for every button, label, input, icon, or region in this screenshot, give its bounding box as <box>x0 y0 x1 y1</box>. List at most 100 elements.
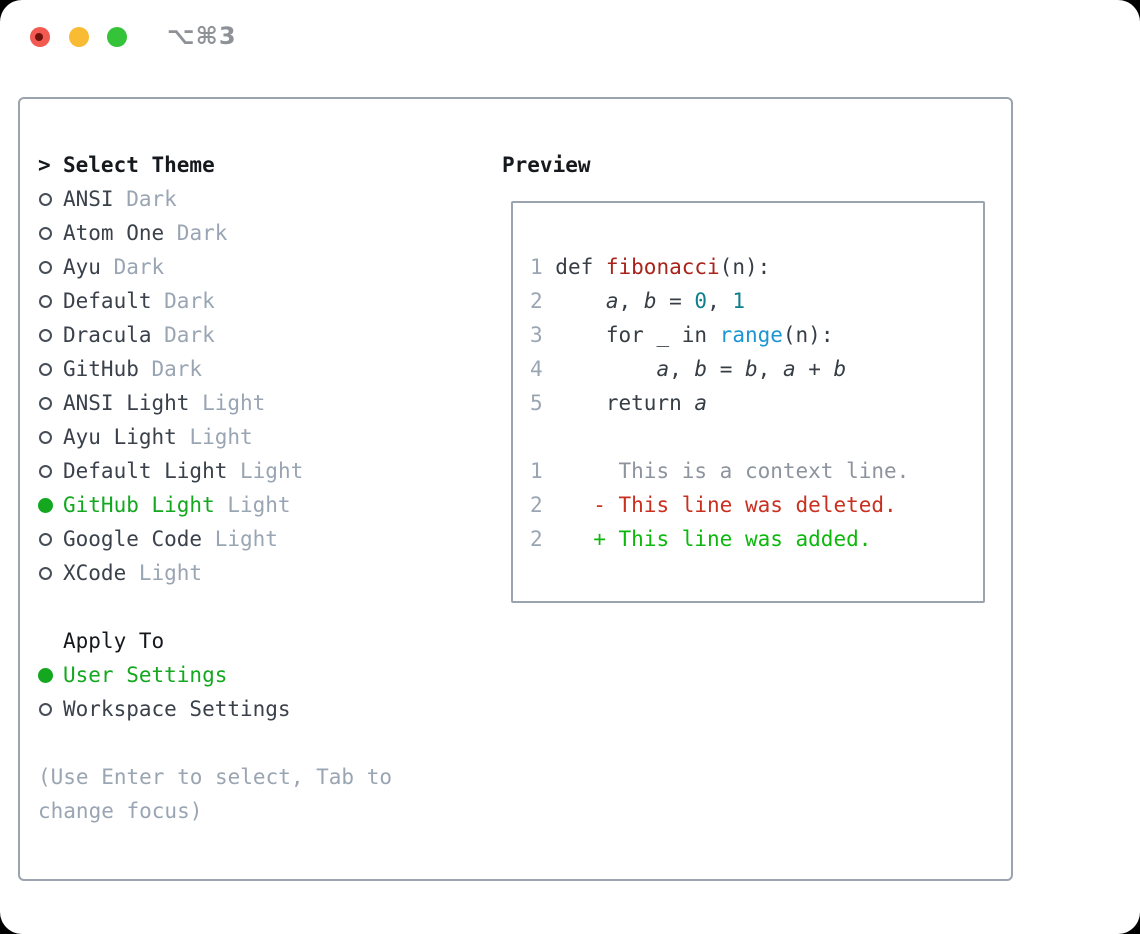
radio-unselected-icon <box>39 464 52 478</box>
select-theme-label: Select Theme <box>63 153 215 177</box>
code-token-del: - This line was deleted. <box>555 493 897 517</box>
window-titlebar: ⌥⌘3 <box>0 0 1140 75</box>
code-line: 2 + This line was added. <box>530 522 983 556</box>
code-token-ctx: This is a context line. <box>555 459 910 483</box>
apply-to-header: Apply To <box>38 624 392 658</box>
radio-selected-icon <box>38 497 53 513</box>
radio-unselected-icon <box>39 702 52 716</box>
marker-cell <box>38 488 63 522</box>
theme-option-atom-one[interactable]: Atom One Dark <box>38 216 392 250</box>
option-label: Default Light <box>63 459 228 483</box>
code-token-code: , <box>669 357 695 381</box>
window-shortcut-title: ⌥⌘3 <box>167 22 237 50</box>
code-token-code: (n): <box>719 255 771 279</box>
radio-unselected-icon <box>39 362 52 376</box>
radio-unselected-icon <box>39 260 52 274</box>
theme-variant-tag: Dark <box>176 221 228 245</box>
theme-variant-tag: Dark <box>151 357 203 381</box>
hint-text-line-2: change focus) <box>38 799 203 823</box>
theme-variant-tag: Light <box>138 561 203 585</box>
theme-variant-tag: Light <box>240 459 304 483</box>
opt-option-user-settings[interactable]: User Settings <box>38 658 392 692</box>
theme-option-default-light[interactable]: Default Light Light <box>38 454 392 488</box>
theme-option-ayu-light[interactable]: Ayu Light Light <box>38 420 392 454</box>
option-label: Ayu <box>63 255 101 279</box>
code-line: 1 def fibonacci(n): <box>530 250 983 284</box>
option-label: GitHub <box>63 357 139 381</box>
marker-cell <box>38 658 63 692</box>
code-token-builtin: range <box>719 323 783 347</box>
code-token-add: + This line was added. <box>555 527 872 551</box>
theme-variant-tag: Dark <box>126 187 177 211</box>
minimize-button-icon[interactable] <box>69 27 89 47</box>
theme-variant-tag: Dark <box>164 289 215 313</box>
code-token-var: b <box>745 357 758 381</box>
option-label: Dracula <box>63 323 152 347</box>
radio-unselected-icon <box>39 532 52 546</box>
radio-unselected-icon <box>39 328 52 342</box>
code-token-code: , <box>618 289 644 313</box>
theme-option-github[interactable]: GitHub Dark <box>38 352 392 386</box>
radio-unselected-icon <box>39 566 52 580</box>
apply-to-label: Apply To <box>63 629 165 653</box>
code-line: 2 - This line was deleted. <box>530 488 983 522</box>
code-token-code: , <box>707 289 733 313</box>
code-token-code: return <box>555 391 695 415</box>
code-token-code: = <box>656 289 695 313</box>
code-token-code: for _ in <box>555 323 720 347</box>
radio-unselected-icon <box>39 192 52 206</box>
zoom-button-icon[interactable] <box>107 27 127 47</box>
code-token-var: a <box>605 289 619 313</box>
line-number <box>530 425 543 449</box>
code-token-code: , <box>757 357 783 381</box>
marker-cell <box>38 420 63 454</box>
spacer <box>38 590 392 624</box>
code-token-num: 1 <box>732 289 746 313</box>
theme-option-github-light[interactable]: GitHub Light Light <box>38 488 392 522</box>
line-number: 1 <box>530 255 543 279</box>
code-line: 5 return a <box>530 386 983 420</box>
theme-variant-tag: Light <box>189 425 253 449</box>
select-theme-header: > Select Theme <box>38 148 392 182</box>
code-token-code <box>555 357 656 381</box>
theme-option-ansi-light[interactable]: ANSI Light Light <box>38 386 392 420</box>
marker-cell <box>38 216 63 250</box>
option-label: Atom One <box>63 221 165 245</box>
theme-variant-tag: Light <box>227 493 291 517</box>
theme-variant-tag: Light <box>214 527 278 551</box>
theme-variant-tag: Light <box>202 391 266 415</box>
code-line: 1 This is a context line. <box>530 454 983 488</box>
marker-cell <box>38 284 63 318</box>
option-label: ANSI Light <box>63 391 190 415</box>
marker-cell <box>38 522 63 556</box>
code-token-func: fibonacci <box>605 255 720 279</box>
line-number: 2 <box>530 289 543 313</box>
preview-header-label: Preview <box>502 153 591 177</box>
theme-option-ayu[interactable]: Ayu Dark <box>38 250 392 284</box>
opt-option-workspace-settings[interactable]: Workspace Settings <box>38 692 392 726</box>
marker-cell <box>38 386 63 420</box>
code-line: 4 a, b = b, a + b <box>530 352 983 386</box>
theme-variant-tag: Dark <box>113 255 165 279</box>
close-button-icon[interactable] <box>30 27 50 47</box>
code-token-var: a <box>694 391 708 415</box>
code-token-code <box>555 289 606 313</box>
marker-cell <box>38 250 63 284</box>
option-label: GitHub Light <box>63 493 215 517</box>
line-number: 2 <box>530 527 543 551</box>
option-label: Ayu Light <box>63 425 177 449</box>
spacer <box>38 726 392 760</box>
code-token-code: def <box>555 255 606 279</box>
code-token-num: 0 <box>694 289 708 313</box>
code-token-var: a <box>656 357 670 381</box>
option-label: User Settings <box>63 663 228 687</box>
line-number: 5 <box>530 391 543 415</box>
